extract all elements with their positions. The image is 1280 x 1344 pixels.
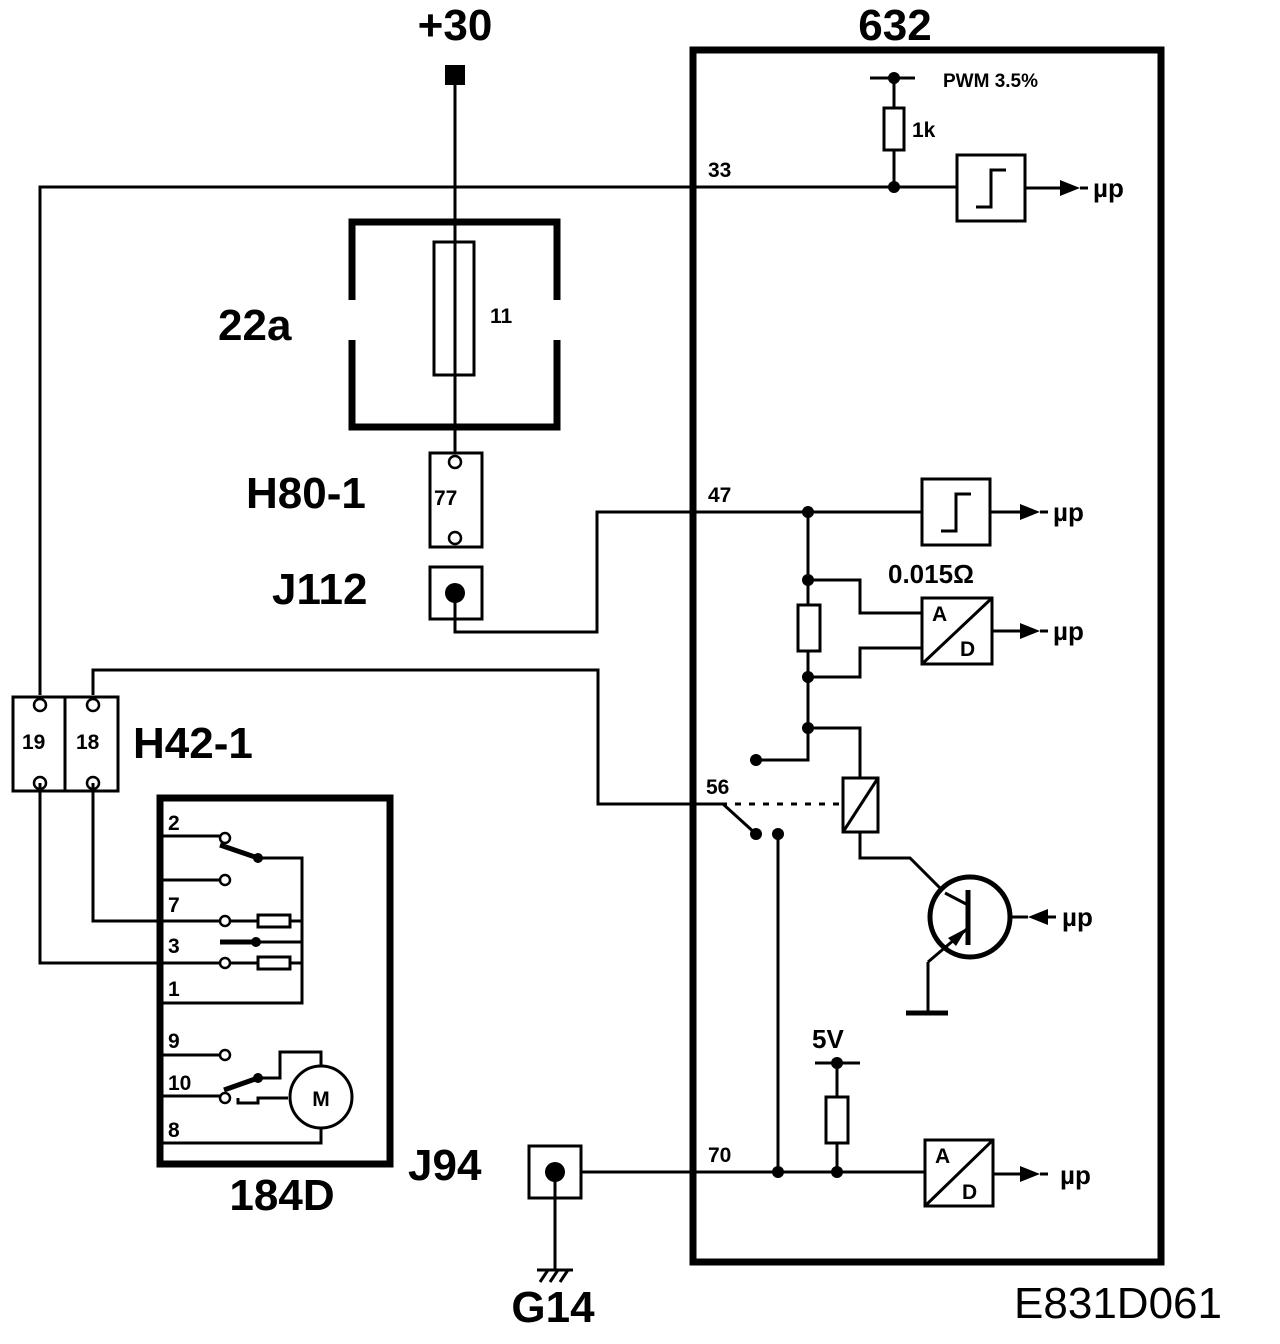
relay-contact-fixed [750,754,762,766]
h80-pin-bottom [447,530,463,546]
h80-pin-top [447,454,463,470]
relay-switch-pivot [750,828,762,840]
ad2-d: D [962,1181,977,1204]
resistor-1k-icon [882,106,906,152]
sw-pin2: 2 [168,812,180,835]
wire-pin56 [91,668,758,836]
up-label-2: µp [1053,497,1084,527]
switch-resistor-1-icon [256,913,292,929]
emitter-arrow-icon [948,928,967,946]
connector-h80-label: H80-1 [246,469,366,518]
sw-pin10: 10 [168,1072,191,1095]
supply-label: +30 [418,1,493,50]
transistor-collector-wire [858,832,947,895]
arrow-icon-2 [1020,504,1040,520]
motor-switch-lever-icon [223,1075,259,1093]
motor-label: M [312,1088,330,1111]
v5-label: 5V [812,1024,844,1054]
pin70-label: 70 [708,1144,731,1167]
h80-pin-number: 77 [434,487,457,510]
ad1-d: D [960,638,975,661]
ad2-a: A [935,1145,950,1168]
splice-j94-label: J94 [408,1141,482,1190]
pin47-label: 47 [708,484,731,507]
up-label-4: µp [1062,902,1093,932]
fuse-box-label: 22a [218,301,292,350]
fuse-box-bottom [348,340,561,431]
document-id: E831D061 [1014,1279,1222,1328]
sw-pin8: 8 [168,1119,180,1142]
sw-pin9: 9 [168,1030,180,1053]
up-label-1: µp [1093,173,1124,203]
schmitt-symbol-1 [976,168,1006,209]
fuse-box-top [348,218,561,300]
shunt-sense-bottom [808,646,922,679]
ad1-a: A [932,603,947,626]
up-label-5: µp [1060,1160,1091,1190]
h42-pin18-label: 18 [76,731,100,754]
arrow-icon-4 [1028,909,1048,925]
supply-terminal-icon [445,65,465,85]
relay-contact-supply [756,728,810,762]
resistor-1k-label: 1k [912,119,936,142]
switch-unit-184d-frame [156,794,394,1168]
fuse-number: 11 [490,305,513,328]
wire-pin33 [38,185,893,695]
switch-unit-label: 184D [229,1171,334,1220]
wire-h42-19-pin3 [38,783,220,965]
h42-pin19-label: 19 [22,731,45,754]
module-632-label: 632 [858,1,931,50]
wire-pin47 [453,510,808,634]
shunt-label: 0.015Ω [888,559,974,589]
sw-pin3: 3 [168,935,180,958]
arrow-icon-3 [1020,623,1040,639]
sw-pin1: 1 [168,978,180,1001]
shunt-sense-top [808,578,922,615]
connector-h80 [428,451,484,549]
wire-h42-18-pin7 [91,783,220,923]
module-632-frame [689,46,1165,1266]
splice-j112-label: J112 [272,565,367,614]
arrow-icon-5 [1020,1166,1040,1182]
schmitt-symbol-2 [941,492,971,533]
sw-pin7: 7 [168,894,180,917]
connector-h42-label: H42-1 [133,719,253,768]
up-label-3: µp [1053,616,1084,646]
pullup-resistor-icon [824,1095,850,1145]
pwm-label: PWM 3.5% [943,71,1038,92]
ground-label: G14 [511,1283,595,1332]
j112-dot [445,583,465,603]
pin56-label: 56 [706,776,729,799]
relay-coil-top-wire [808,726,862,778]
arrow-icon-1 [1060,180,1080,196]
shunt-resistor-icon [796,603,822,653]
pin33-label: 33 [708,159,731,182]
switch-lever-1-icon [219,842,259,861]
switch-resistor-2-icon [256,955,292,971]
